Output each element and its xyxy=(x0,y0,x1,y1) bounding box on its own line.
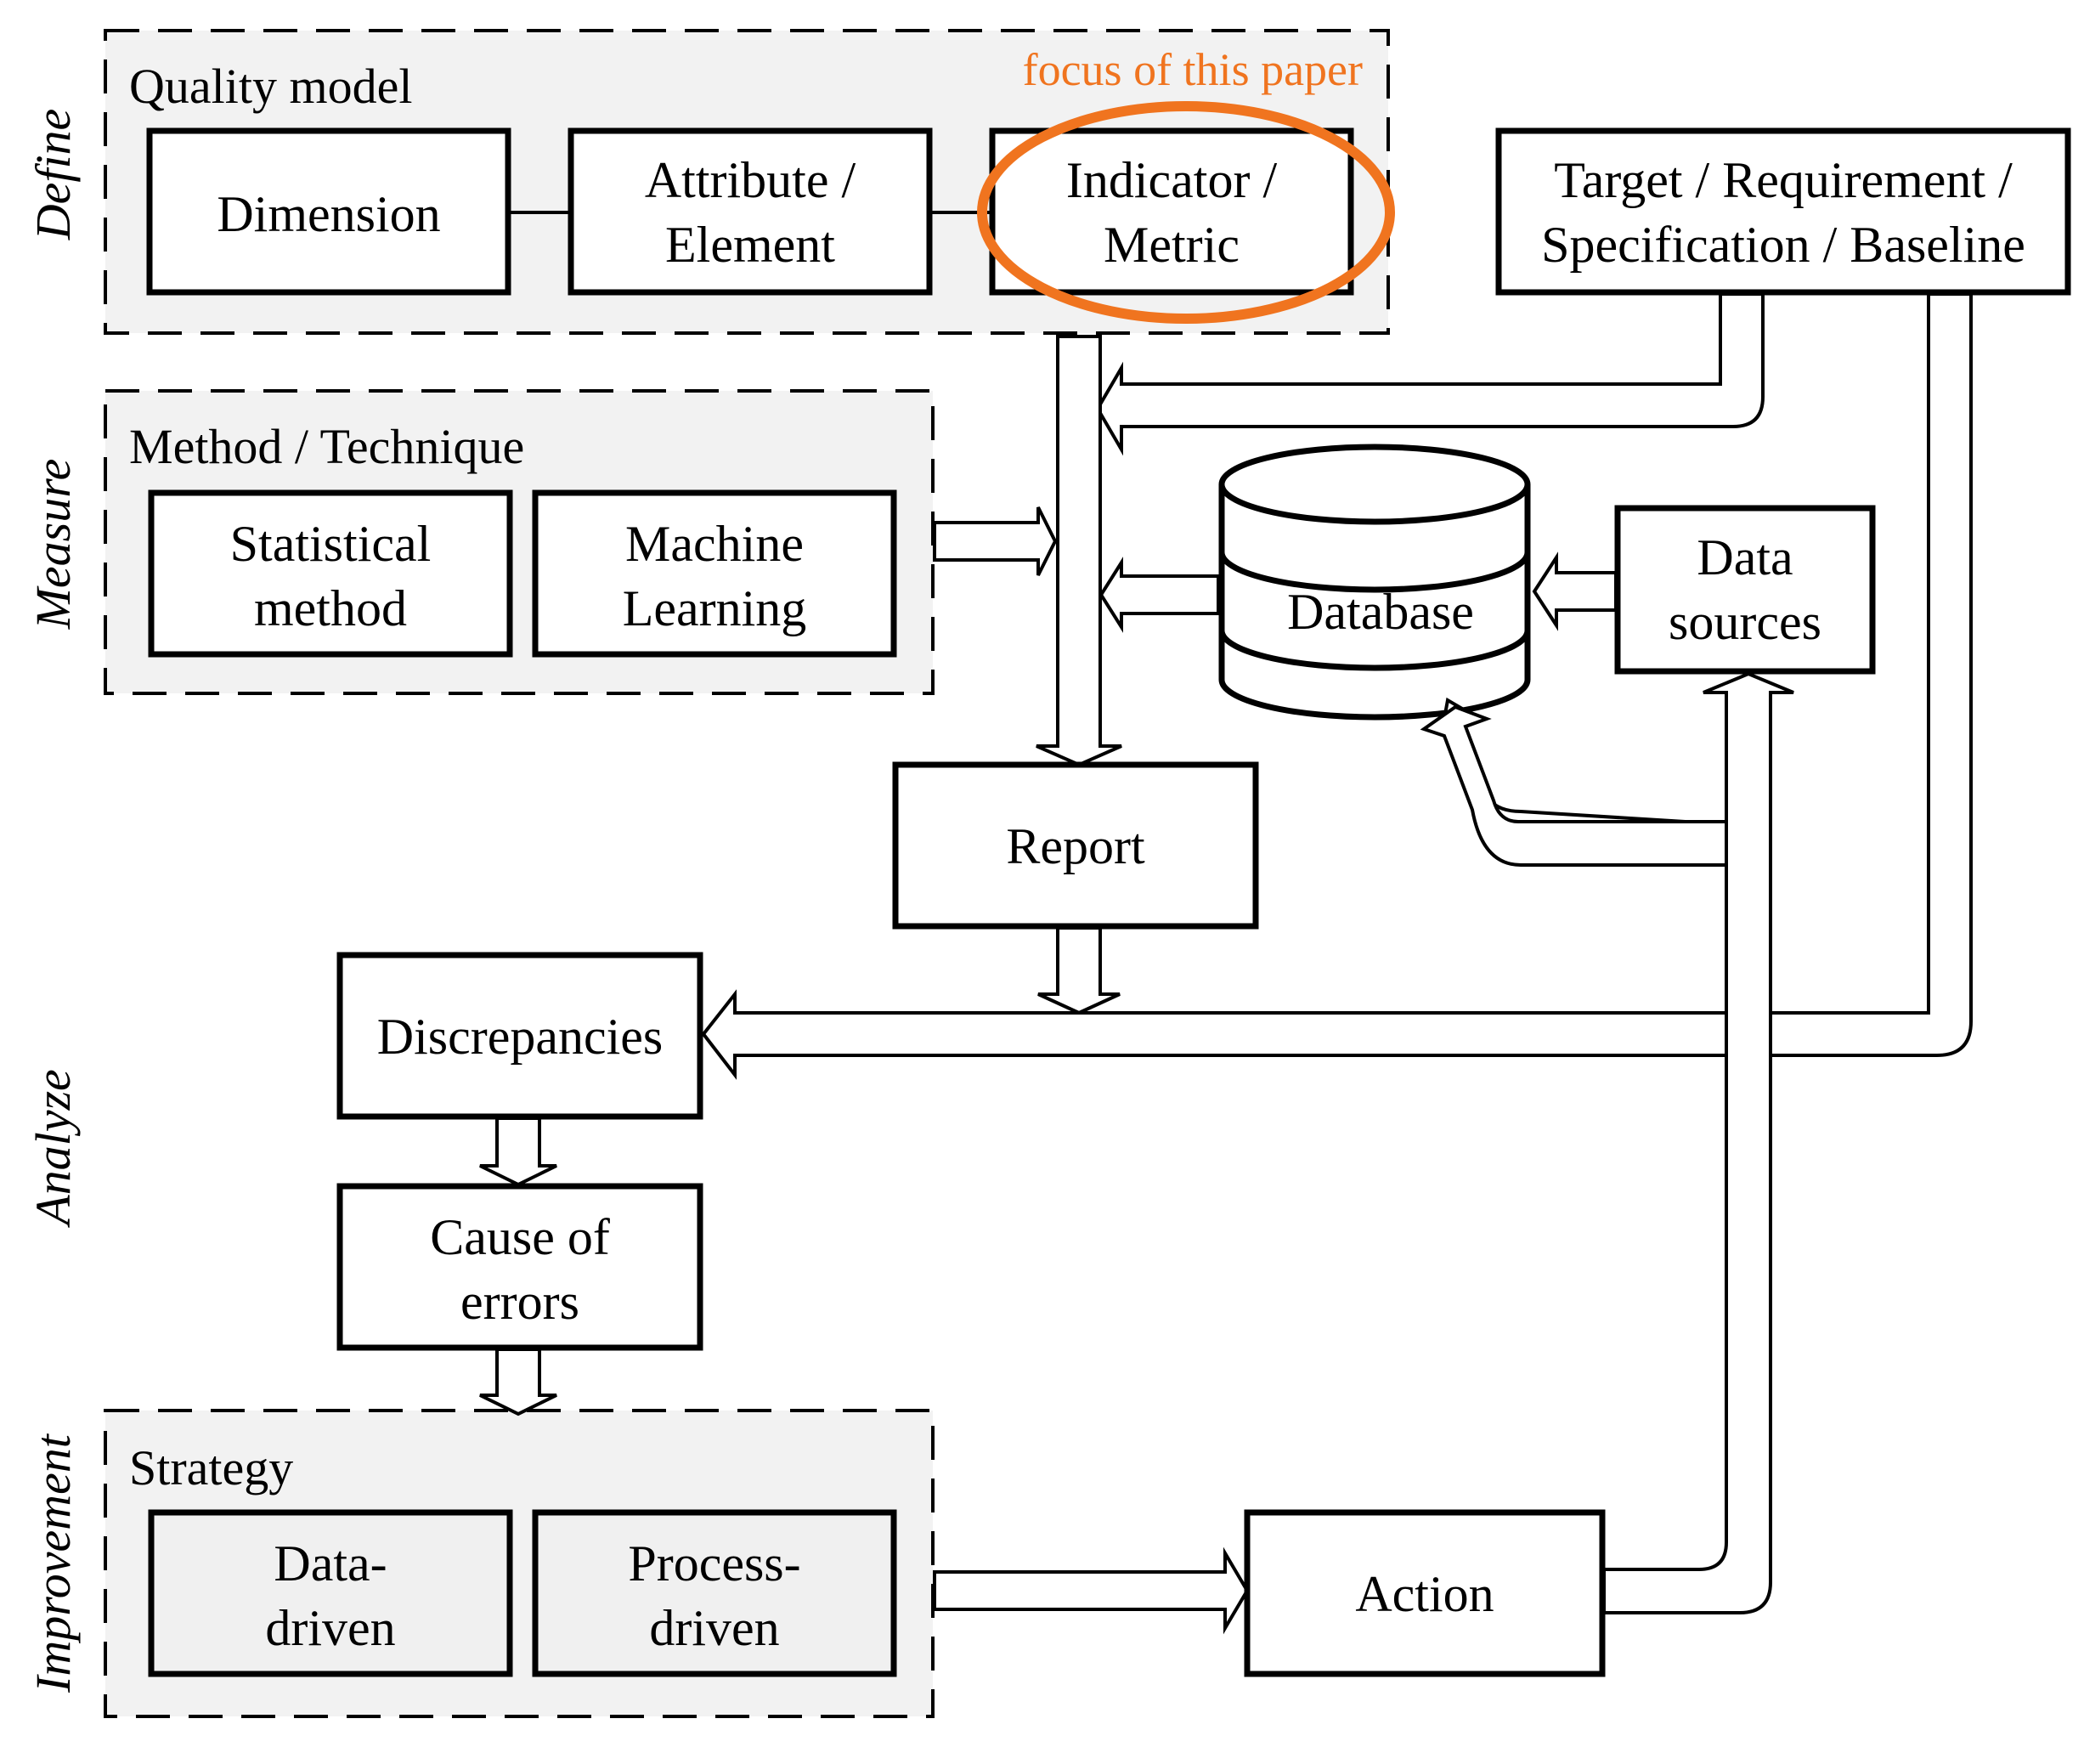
arrow-target-to-pipe xyxy=(1095,292,1765,456)
cause-label-line1: Cause of xyxy=(430,1209,610,1265)
attribute-label-line1: Attribute / xyxy=(645,152,856,208)
arrow-strategy-to-action xyxy=(933,1546,1250,1635)
data-driven-label-line1: Data- xyxy=(274,1535,387,1592)
arrow-method-to-pipe xyxy=(933,506,1058,576)
target-label-line2: Specification / Baseline xyxy=(1541,217,2025,273)
method-title: Method / Technique xyxy=(129,419,524,474)
report-label: Report xyxy=(1006,818,1145,874)
process-driven-label-line1: Process- xyxy=(628,1535,800,1592)
statistical-label-line1: Statistical xyxy=(230,516,432,572)
pipe-crossing-fill xyxy=(1728,1010,1769,1058)
dimension-label: Dimension xyxy=(217,186,440,242)
arrow-cause-to-strategy xyxy=(479,1348,557,1416)
phase-label-analyze: Analyze xyxy=(25,1069,81,1229)
data-sources-label-line1: Data xyxy=(1697,529,1793,585)
indicator-label-line2: Metric xyxy=(1104,217,1240,273)
quality-model-title: Quality model xyxy=(129,59,412,114)
database-label: Database xyxy=(1287,584,1474,640)
dimension-box xyxy=(146,127,511,296)
indicator-label-line1: Indicator / xyxy=(1066,152,1278,208)
data-sources-label-line2: sources xyxy=(1669,594,1821,650)
target-box xyxy=(1495,127,2071,296)
ml-label-line2: Learning xyxy=(623,580,807,636)
arrow-feedback-to-database-head xyxy=(1420,704,1728,867)
phase-label-improvement: Improvement xyxy=(25,1433,81,1693)
arrow-datasources-to-database xyxy=(1532,551,1618,631)
process-driven-label-line2: driven xyxy=(649,1600,779,1656)
focus-note: focus of this paper xyxy=(1023,44,1363,95)
indicator-box xyxy=(989,127,1354,296)
action-box xyxy=(1244,1509,1606,1677)
phase-label-define: Define xyxy=(25,109,81,241)
arrow-action-to-datasources xyxy=(1602,671,1794,1614)
focus-highlight-ellipse xyxy=(977,101,1395,324)
arrow-target-to-discrepancies xyxy=(701,292,1973,1080)
statistical-label-line2: method xyxy=(254,580,407,636)
statistical-method-box xyxy=(148,489,513,658)
phase-label-measure: Measure xyxy=(25,459,81,630)
action-label: Action xyxy=(1355,1566,1494,1622)
attribute-box xyxy=(568,127,933,296)
report-box xyxy=(892,761,1259,930)
discrepancies-box xyxy=(336,952,703,1120)
process-driven-box xyxy=(532,1509,897,1677)
attribute-label-line2: Element xyxy=(665,217,835,273)
target-label-line1: Target / Requirement / xyxy=(1554,152,2013,208)
data-driven-label-line2: driven xyxy=(265,1600,395,1656)
arrow-discrepancies-to-cause xyxy=(479,1117,557,1187)
ml-label-line1: Machine xyxy=(625,516,804,572)
machine-learning-box xyxy=(532,489,897,658)
cause-of-errors-box xyxy=(336,1183,703,1351)
data-driven-box xyxy=(148,1509,513,1677)
cause-label-line2: errors xyxy=(460,1274,579,1330)
strategy-title: Strategy xyxy=(129,1440,293,1495)
data-sources-box xyxy=(1614,505,1876,675)
database-icon xyxy=(1218,444,1531,721)
arrow-report-down xyxy=(1037,926,1121,1015)
arrow-database-to-pipe xyxy=(1098,557,1220,633)
discrepancies-label: Discrepancies xyxy=(377,1009,664,1065)
arrow-indicator-to-report xyxy=(1036,335,1122,767)
